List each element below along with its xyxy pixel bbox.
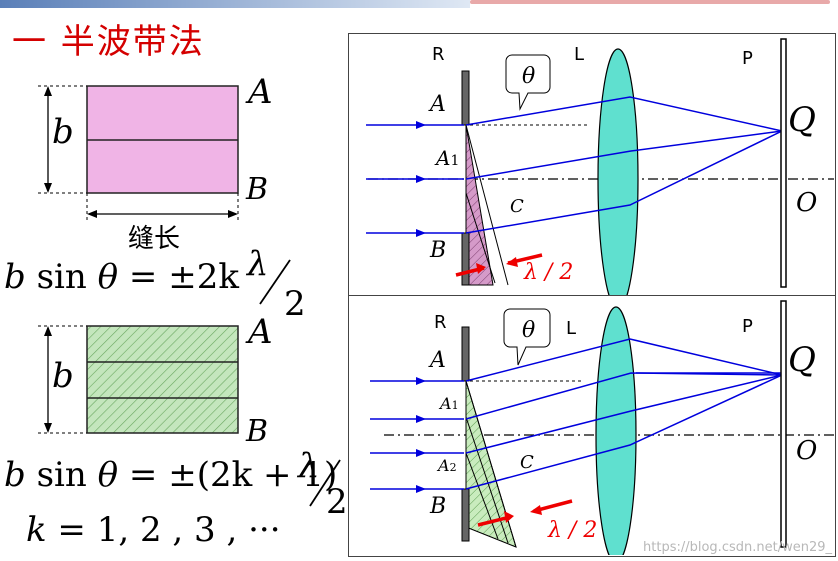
denominator-2: 2 [326,482,348,522]
label-a1-panel-top: A1 [436,146,460,170]
label-b-bottom: B [246,414,269,449]
slit-plate-upper [461,70,470,126]
theta-callout [503,308,551,366]
diagram-panel-top [348,33,836,297]
label-o-top: O [796,188,818,218]
slit-green [86,325,239,434]
fraction-slash-2 [309,459,341,507]
formula-k-values: k = 1, 2 , 3 , ··· [26,510,281,550]
half-wave-label-top: λ / 2 [524,260,574,285]
label-q-top: Q [788,100,816,140]
red-arrow-left [477,515,511,527]
label-c-panel-bottom: C [520,452,534,473]
diffracted-ray [465,374,783,454]
formula-even: b sin θ = ±2k [4,257,239,297]
diffracted-ray [465,96,783,132]
label-l-bottom: L [566,318,577,339]
lambda-1: λ [247,244,269,284]
diffracted-ray [465,372,783,420]
slit-plate-lower [461,488,470,542]
diagram-panel-bottom [348,295,836,557]
lambda-2: λ [298,446,320,486]
fraction-slash-1 [259,259,291,305]
theta-label-top: θ [522,64,536,89]
diffracted-ray [465,374,783,490]
slit-length-label: 缝长 [128,224,181,254]
theta-label-bottom: θ [522,318,536,343]
slit-diagram-bottom [38,325,239,434]
diffracted-ray [465,338,783,382]
label-a-bottom: A [248,312,273,352]
label-o-bottom: O [796,436,818,466]
wedge-zone [465,124,494,286]
label-a-panel-top: A [430,92,446,117]
label-p-bottom: P [742,316,753,337]
label-r-bottom: R [434,312,447,333]
screen [780,38,787,288]
header-strip-right [470,0,830,4]
header-strip [0,0,470,8]
label-a-top: A [248,72,273,112]
label-a-panel-bottom: A [430,348,446,373]
label-a2-panel-bottom: A2 [438,456,457,475]
section-title: 一 半波带法 [12,22,205,62]
diffracted-ray [465,130,783,234]
label-b-panel-bottom: B [430,494,447,519]
label-b-top: B [246,172,269,207]
label-p-top: P [742,48,753,69]
lens [597,48,639,295]
lens [595,306,637,555]
optics-bottom [370,300,834,555]
label-b-width-2: b [52,356,74,396]
diffracted-ray [465,130,783,180]
theta-callout [505,54,551,111]
slit-plate-lower [461,232,470,286]
label-l-top: L [574,44,585,65]
half-wave-label-bottom: λ / 2 [548,518,598,543]
slit-plate-upper [461,326,470,382]
optics-top [366,38,834,295]
slit-diagram-top [38,85,239,220]
label-q-bottom: Q [788,340,816,380]
formula-odd: b sin θ = ±(2k + 1) [4,455,338,495]
watermark: https://blog.csdn.net/wen29_ [643,540,832,555]
label-r-top: R [432,44,445,65]
denominator-1: 2 [284,284,306,324]
screen [780,300,787,548]
label-b-width: b [52,112,74,152]
label-c-panel-top: C [510,196,524,217]
label-b-panel-top: B [430,238,447,263]
label-a1-panel-bottom: A1 [440,394,459,413]
